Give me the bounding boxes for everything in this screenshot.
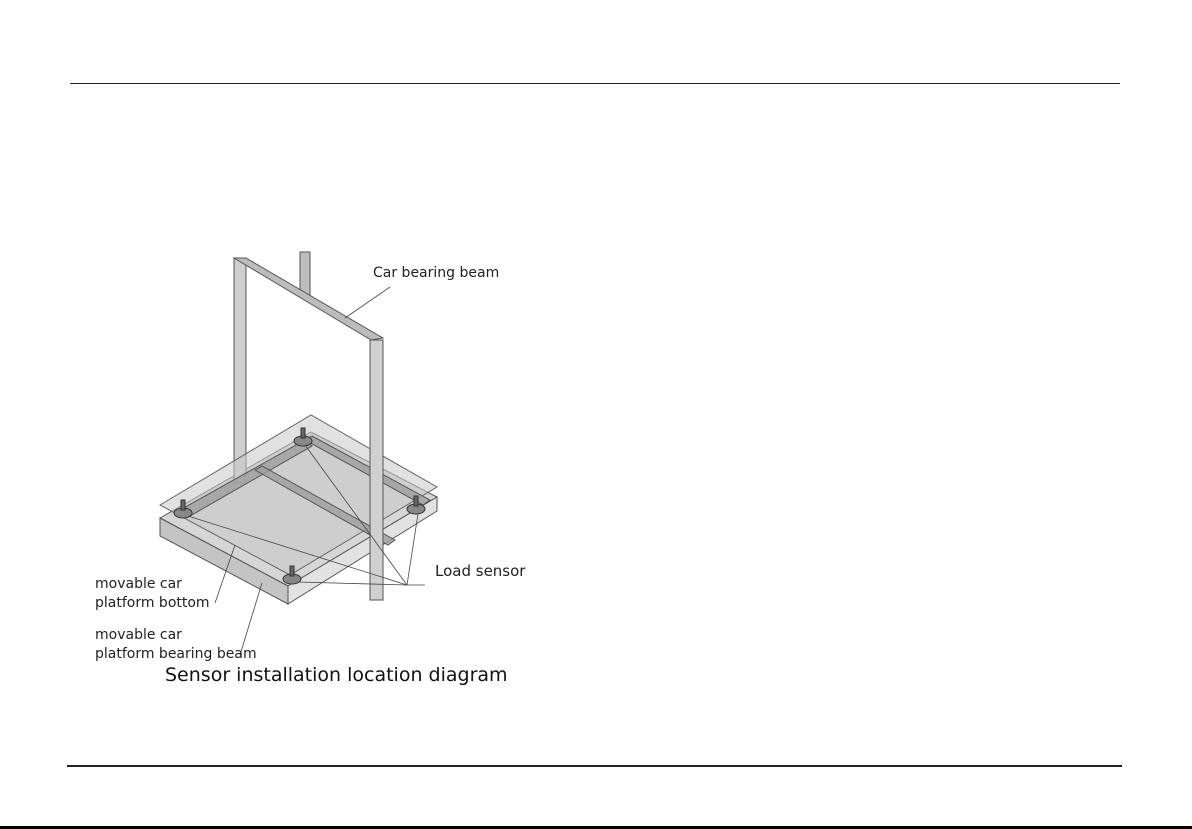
footer-rule <box>67 765 1122 767</box>
label-platform-beam-1: movable car <box>95 627 182 643</box>
label-car-bearing-beam: Car bearing beam <box>373 265 500 281</box>
label-load-sensor: Load sensor <box>435 562 526 580</box>
header-rule <box>70 83 1120 84</box>
load-sensors <box>173 427 426 585</box>
label-platform-bottom-2: platform bottom <box>95 595 210 611</box>
label-platform-beam-2: platform bearing beam <box>95 646 257 662</box>
figure-caption: Sensor installation location diagram <box>165 664 508 686</box>
top-rod <box>299 251 311 297</box>
leader-lines <box>187 286 425 656</box>
label-platform-bottom-1: movable car <box>95 576 182 592</box>
page-bottom-edge <box>0 826 1192 829</box>
